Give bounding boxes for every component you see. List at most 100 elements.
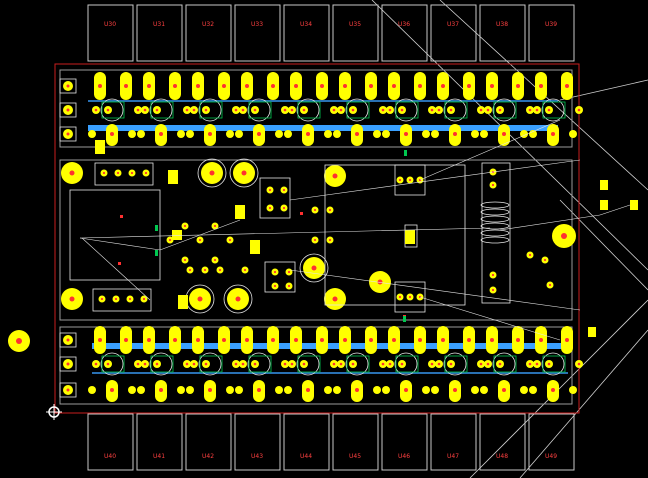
resistor-outline	[101, 101, 125, 119]
marker	[118, 262, 121, 265]
drill-hole	[479, 108, 483, 112]
drill-hole	[320, 338, 324, 342]
drill-hole	[441, 338, 445, 342]
drill-hole	[404, 388, 408, 392]
resistor-outline	[444, 355, 468, 373]
capacitor-outline	[197, 158, 227, 188]
transistor-outline	[541, 352, 565, 376]
transistor-outline	[492, 352, 516, 376]
heatsink-label: U34	[300, 21, 312, 28]
drill-hole	[128, 297, 132, 301]
drill-hole	[490, 84, 494, 88]
resistor-outline	[542, 101, 566, 119]
heatsink-outline	[136, 413, 183, 471]
drill-hole	[467, 84, 471, 88]
drill-hole	[213, 224, 217, 228]
via-pad	[226, 386, 234, 394]
heatsink-label: U39	[545, 21, 557, 28]
drill-hole	[328, 238, 332, 242]
drill-hole	[381, 362, 385, 366]
heatsink-outline	[283, 4, 330, 62]
heatsink-label: U43	[251, 453, 263, 460]
drill-hole	[116, 171, 120, 175]
drill-hole	[388, 362, 392, 366]
drill-hole	[498, 108, 502, 112]
resistor-outline	[493, 101, 517, 119]
resistor-outline	[297, 101, 321, 119]
heatsink-outline	[479, 413, 526, 471]
heatsink-label: U41	[153, 453, 165, 460]
drill-hole	[369, 84, 373, 88]
drill-hole	[183, 258, 187, 262]
via-pad	[235, 130, 243, 138]
drill-hole	[147, 338, 151, 342]
drill-hole	[486, 108, 490, 112]
mounting-pad-left[interactable]	[8, 330, 30, 352]
drill-hole	[136, 362, 140, 366]
drill-hole	[332, 173, 338, 179]
capacitor-outline	[223, 284, 253, 314]
drill-hole	[94, 362, 98, 366]
drill-hole	[241, 362, 245, 366]
via-pad	[382, 130, 390, 138]
drill-hole	[243, 268, 247, 272]
drill-hole	[437, 108, 441, 112]
via-pad	[186, 386, 194, 394]
smd-pad	[405, 230, 415, 244]
drill-hole	[388, 108, 392, 112]
drill-hole	[268, 188, 272, 192]
drill-hole	[257, 132, 261, 136]
drill-hole	[183, 224, 187, 228]
capacitor-outline	[229, 158, 259, 188]
heatsink-outline	[430, 413, 477, 471]
bottom-output-stage	[59, 326, 583, 402]
crosshair-origin-icon[interactable]	[46, 404, 62, 420]
transistor-outline	[100, 98, 124, 122]
heatsink-label: U38	[496, 21, 508, 28]
inductor-coil	[480, 208, 510, 216]
drill-hole	[222, 84, 226, 88]
transistor-outline	[541, 98, 565, 122]
via-pad	[422, 130, 430, 138]
heatsink-label: U32	[202, 21, 214, 28]
via-pad	[88, 386, 96, 394]
drill-hole	[136, 108, 140, 112]
resistor-outline	[199, 101, 223, 119]
via-pad	[569, 386, 577, 394]
via-pad	[471, 386, 479, 394]
heatsink-label: U45	[349, 453, 361, 460]
drill-hole	[351, 108, 355, 112]
drill-hole	[282, 206, 286, 210]
drill-hole	[339, 362, 343, 366]
connector-outline	[59, 102, 77, 118]
via-pad	[529, 386, 537, 394]
drill-hole	[343, 84, 347, 88]
trace	[289, 269, 581, 311]
heatsink-label: U35	[349, 21, 361, 28]
via-pad	[284, 130, 292, 138]
drill-hole	[66, 132, 70, 136]
transistor-outline	[198, 352, 222, 376]
drill-hole	[491, 183, 495, 187]
drill-hole	[192, 108, 196, 112]
smd-pad	[235, 205, 245, 219]
marker-green	[404, 150, 407, 156]
busbar-bottom-thin	[92, 372, 568, 374]
via-pad	[333, 386, 341, 394]
drill-hole	[271, 338, 275, 342]
drill-hole	[235, 296, 241, 302]
via-pad	[373, 386, 381, 394]
drill-hole	[313, 238, 317, 242]
drill-hole	[273, 284, 277, 288]
transistor-outline	[296, 352, 320, 376]
drill-hole	[197, 296, 203, 302]
connector-outline	[59, 382, 77, 398]
drill-hole	[198, 238, 202, 242]
heatsink-label: U36	[398, 21, 410, 28]
trace	[81, 237, 151, 301]
connector-outline	[59, 332, 77, 348]
board-edge	[54, 63, 580, 414]
drill-hole	[294, 338, 298, 342]
